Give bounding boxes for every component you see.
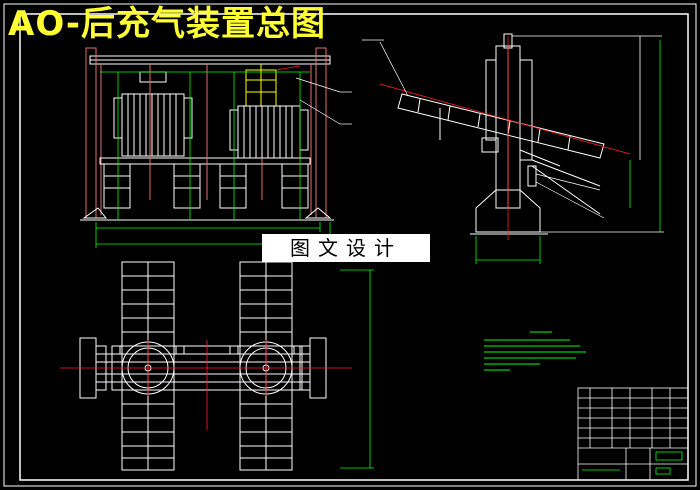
technical-notes [484,331,586,371]
front-view-leaders [275,65,352,125]
side-view-centerlines [379,36,631,240]
side-view [397,33,605,235]
watermark-label: 图文设计 [262,234,430,262]
drawing-border-inner [19,13,689,481]
side-view-dimensions [475,35,664,264]
drawing-title: AO-后充气装置总图 [8,4,326,44]
plan-view [79,261,327,471]
plan-view-centerlines [60,340,352,430]
side-view-leaders [362,39,605,219]
title-block [577,387,689,481]
front-view [80,47,334,221]
front-view-dimensions [95,71,331,248]
plan-view-dimensions [340,269,374,469]
drawing-border-outer [3,3,697,487]
